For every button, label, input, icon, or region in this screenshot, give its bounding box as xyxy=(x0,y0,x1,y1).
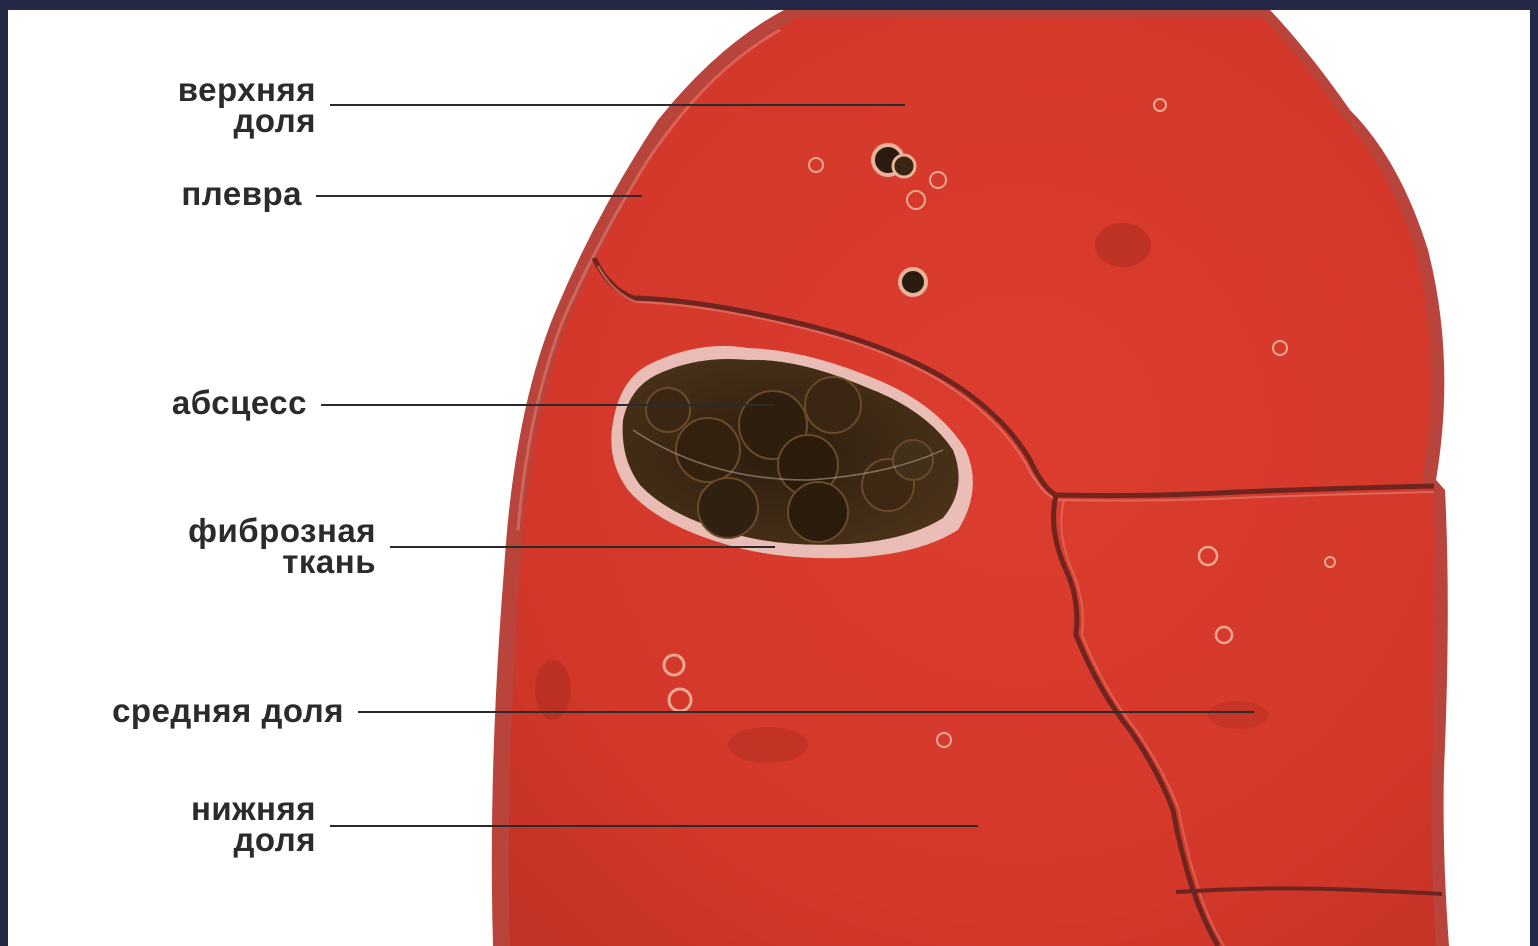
tissue-shadow xyxy=(728,727,808,763)
label-lower-lobe-line2: доля xyxy=(191,824,316,855)
tissue-shadow xyxy=(1095,223,1151,267)
label-upper-lobe-line2: доля xyxy=(178,105,316,136)
label-lower-lobe-line1: нижняя xyxy=(191,793,316,824)
label-fibrous-tissue: фиброзная ткань xyxy=(188,515,376,577)
label-abscess-text: абсцесс xyxy=(172,387,307,418)
diagram-frame: верхняя доля плевра абсцесс фиброзная тк… xyxy=(8,10,1530,946)
tissue-shadow xyxy=(1208,701,1268,729)
label-fibrous-tissue-line2: ткань xyxy=(188,546,376,577)
label-pleura-text: плевра xyxy=(181,178,302,209)
label-lower-lobe: нижняя доля xyxy=(191,793,316,855)
label-abscess: абсцесс xyxy=(172,387,307,418)
label-fibrous-tissue-line1: фиброзная xyxy=(188,515,376,546)
label-middle-lobe-text: средняя доля xyxy=(112,695,344,726)
label-upper-lobe-line1: верхняя xyxy=(178,74,316,105)
label-upper-lobe: верхняя доля xyxy=(178,74,316,136)
label-middle-lobe: средняя доля xyxy=(112,695,344,726)
label-pleura: плевра xyxy=(181,178,302,209)
